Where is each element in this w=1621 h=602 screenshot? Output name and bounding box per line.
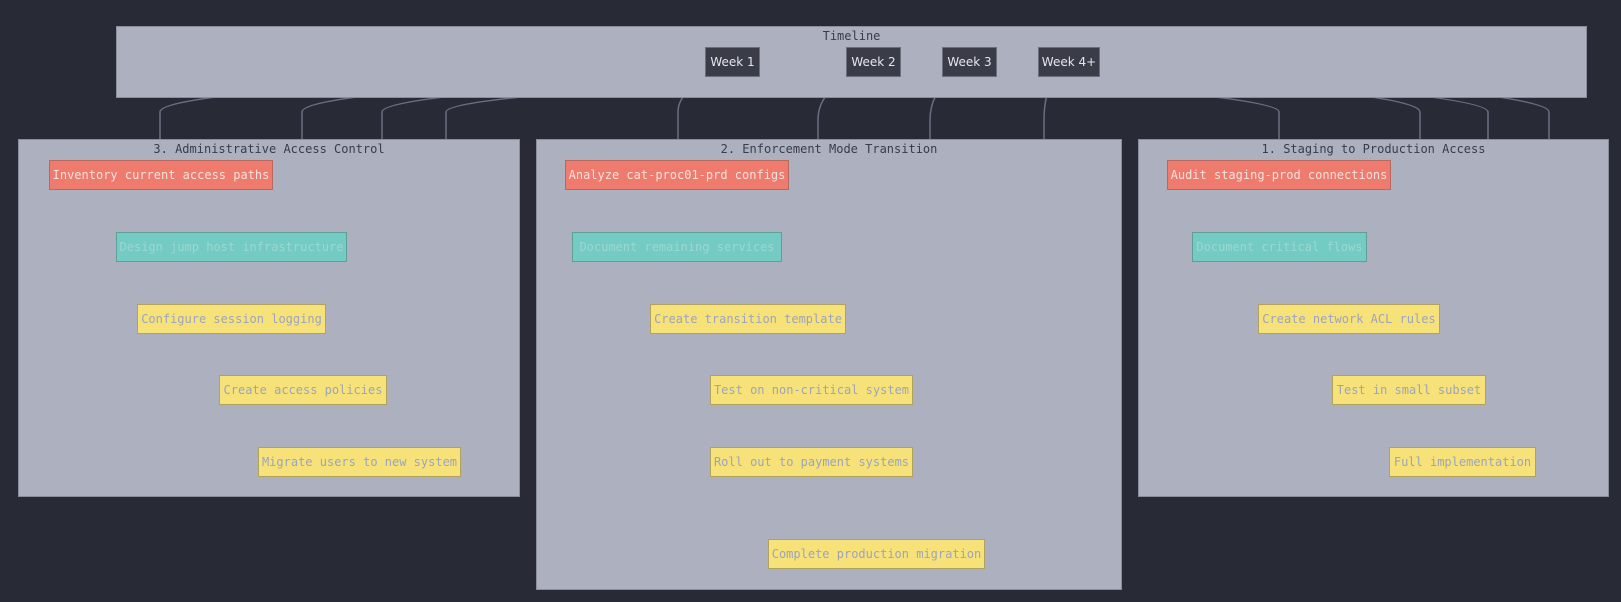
document-flows-node[interactable]: Document critical flows bbox=[1192, 232, 1367, 262]
test-subset-node[interactable]: Test in small subset bbox=[1332, 375, 1486, 405]
timeline-title: Timeline bbox=[822, 29, 881, 43]
week-2-node[interactable]: Week 2 bbox=[846, 47, 901, 77]
test-non-critical-node[interactable]: Test on non-critical system bbox=[710, 375, 913, 405]
session-logging-node[interactable]: Configure session logging bbox=[137, 304, 326, 334]
complete-migration-node[interactable]: Complete production migration bbox=[768, 539, 985, 569]
access-policies-node[interactable]: Create access policies bbox=[219, 375, 387, 405]
migrate-users-node[interactable]: Migrate users to new system bbox=[258, 447, 461, 477]
inventory-access-paths-node[interactable]: Inventory current access paths bbox=[49, 160, 273, 190]
full-implementation-node[interactable]: Full implementation bbox=[1389, 447, 1536, 477]
document-services-node[interactable]: Document remaining services bbox=[572, 232, 782, 262]
week-1-node[interactable]: Week 1 bbox=[705, 47, 760, 77]
admin-access-cluster-title: 3. Administrative Access Control bbox=[153, 142, 385, 156]
week-3-node[interactable]: Week 3 bbox=[942, 47, 997, 77]
analyze-configs-node[interactable]: Analyze cat-proc01-prd configs bbox=[565, 160, 789, 190]
rollout-payment-node[interactable]: Roll out to payment systems bbox=[710, 447, 913, 477]
week-4-plus-node[interactable]: Week 4+ bbox=[1038, 47, 1100, 77]
jump-host-design-node[interactable]: Design jump host infrastructure bbox=[116, 232, 347, 262]
enforcement-cluster-title: 2. Enforcement Mode Transition bbox=[720, 142, 938, 156]
network-acl-node[interactable]: Create network ACL rules bbox=[1258, 304, 1440, 334]
staging-cluster-title: 1. Staging to Production Access bbox=[1261, 142, 1486, 156]
audit-connections-node[interactable]: Audit staging-prod connections bbox=[1167, 160, 1391, 190]
enforcement-cluster: 2. Enforcement Mode Transition bbox=[536, 139, 1122, 590]
transition-template-node[interactable]: Create transition template bbox=[650, 304, 846, 334]
